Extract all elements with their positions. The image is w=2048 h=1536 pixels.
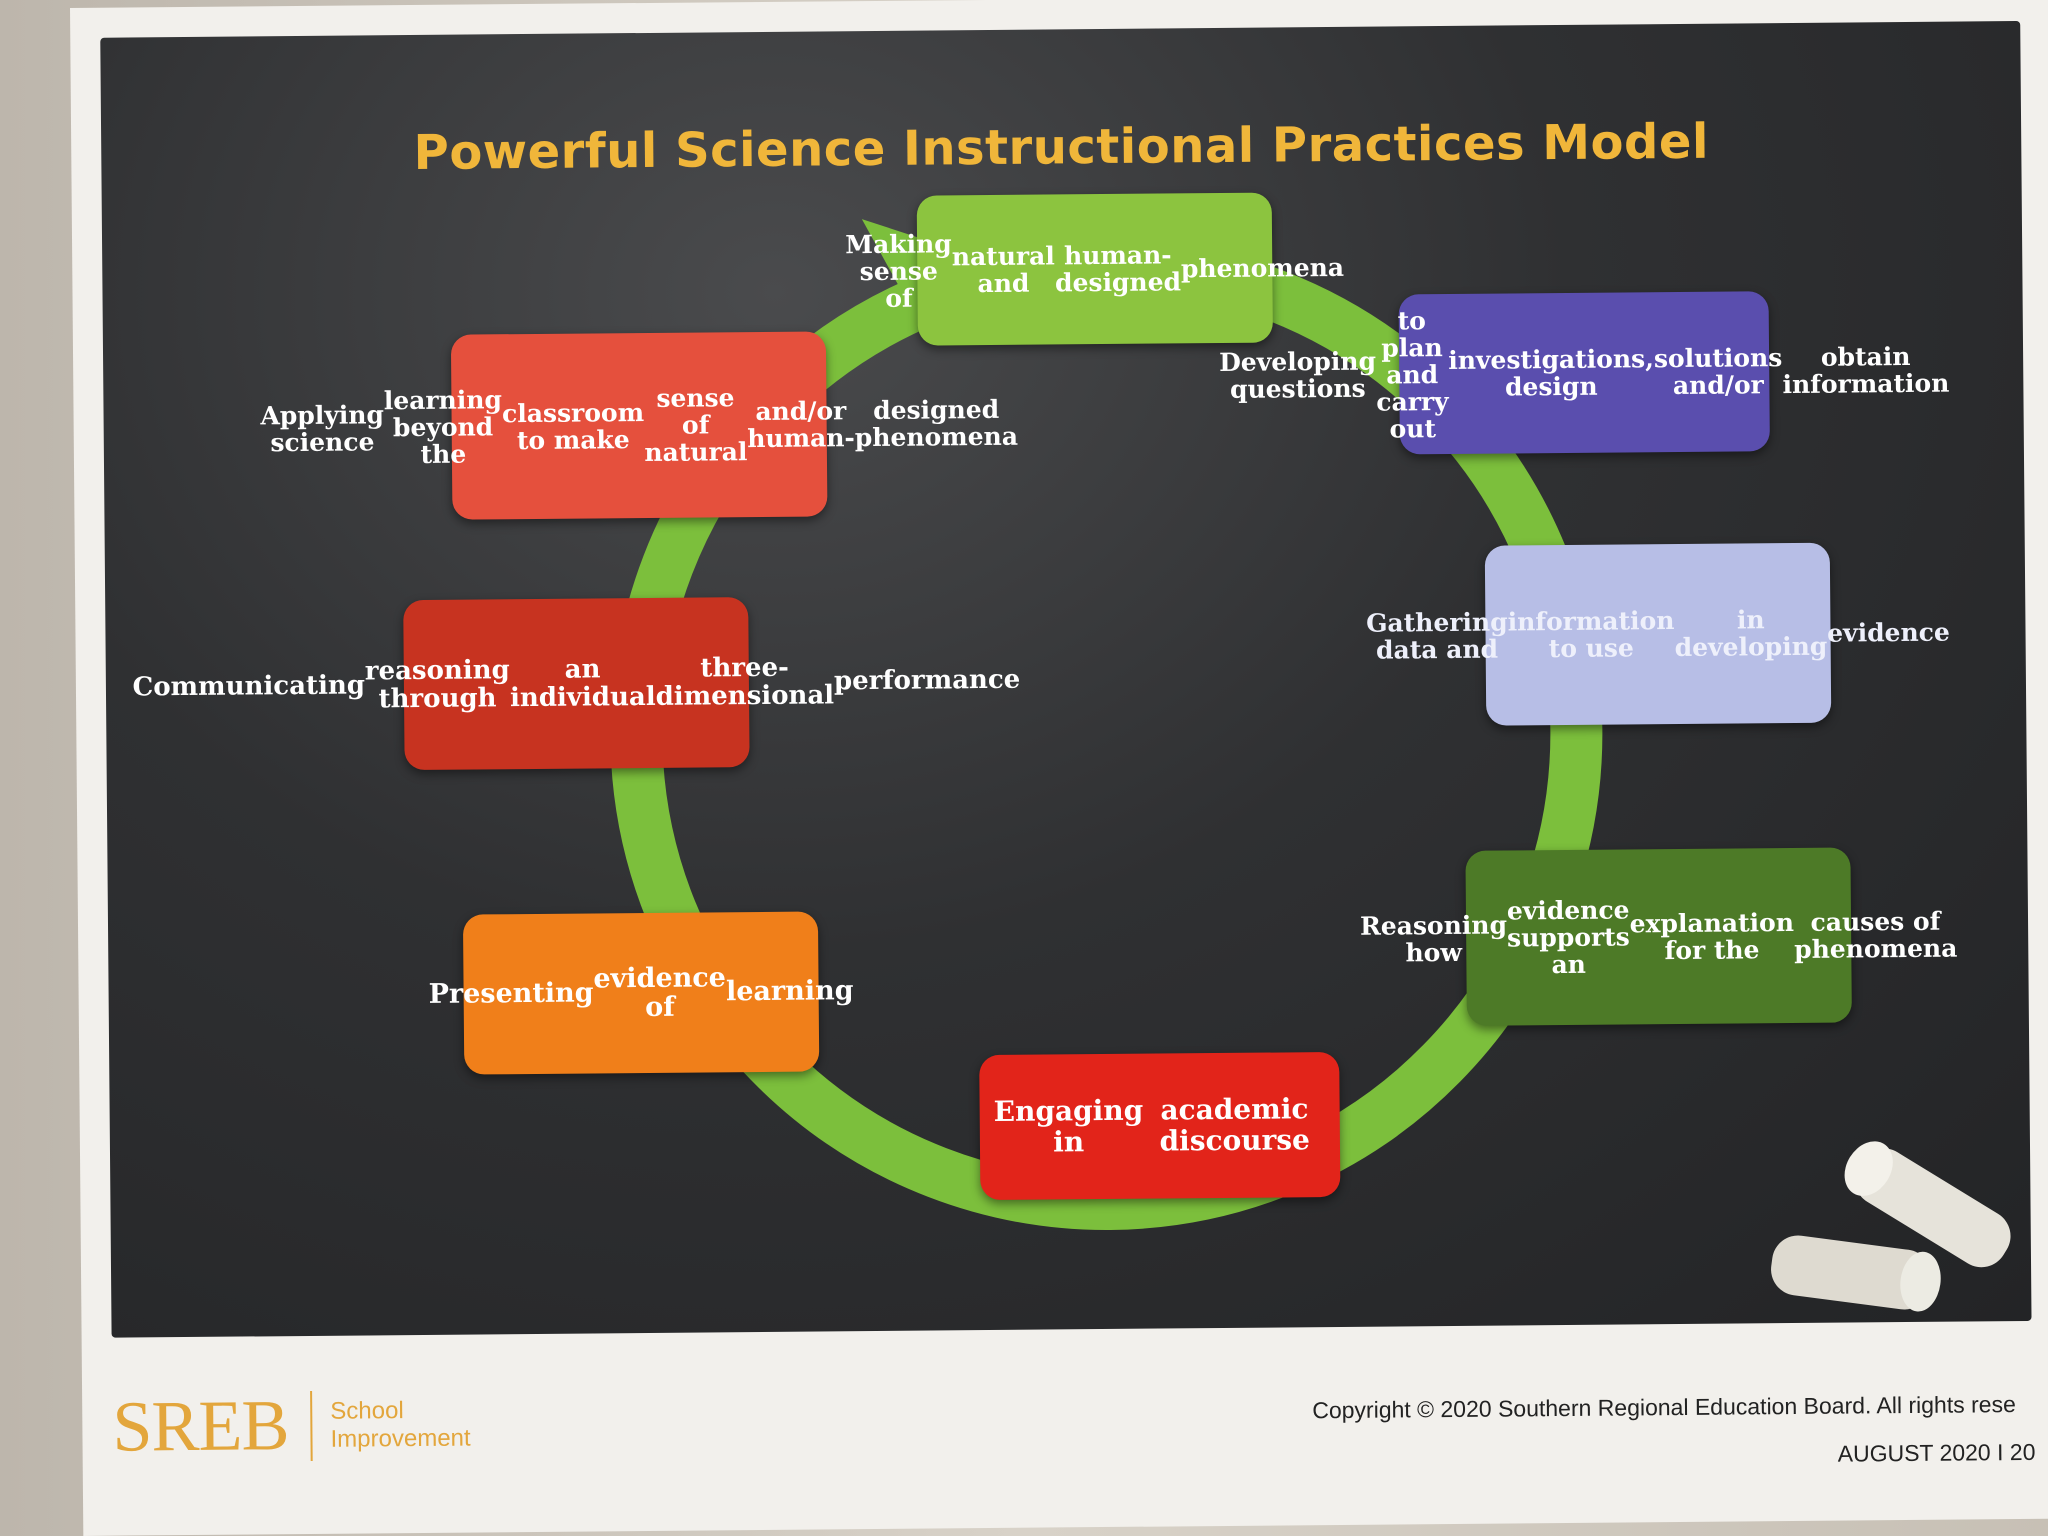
stage-line: and/or human- <box>747 395 855 453</box>
stage-line: an individual <box>509 654 656 714</box>
stage-line: explanation for the <box>1629 907 1795 965</box>
stage-reasoning-evidence: Reasoning how evidence supports an expla… <box>1360 847 1957 1026</box>
stage-line: investigations, design <box>1448 344 1654 402</box>
publication-date: AUGUST 2020 I 20 <box>1837 1438 2036 1467</box>
stage-line: Communicating <box>132 670 366 703</box>
stage-line: designed phenomena <box>854 394 1019 452</box>
stage-line: human-designed <box>1054 240 1182 298</box>
stage-line: Developing questions <box>1219 346 1377 404</box>
stage-line: academic discourse <box>1159 1092 1311 1158</box>
sreb-logo: SREB School Improvement <box>112 1383 471 1469</box>
stage-communicating-reasoning: Communicating reasoning through an indiv… <box>132 597 1020 771</box>
stage-line: causes of phenomena <box>1794 906 1958 964</box>
stage-line: natural and <box>951 241 1055 299</box>
stage-line: classroom to make <box>501 397 645 455</box>
stage-line: learning <box>725 975 854 1008</box>
stage-line: evidence of <box>593 962 727 1024</box>
stage-line: to plan and carry out <box>1376 305 1449 444</box>
stage-line: Presenting <box>428 977 594 1011</box>
stage-applying-science: Applying science learning beyond the cla… <box>260 331 1018 520</box>
stage-line: solutions and/or <box>1653 343 1783 401</box>
stage-line: performance <box>833 664 1021 697</box>
stage-gathering-data: Gathering data and information to use in… <box>1366 542 1950 726</box>
stage-line: evidence supports an <box>1506 895 1630 980</box>
stage-line: evidence <box>1827 617 1950 648</box>
stage-line: obtain information <box>1782 341 1950 400</box>
stage-line: in developing <box>1674 605 1828 663</box>
stage-line: information to use <box>1507 606 1675 664</box>
logo-sub-line: School <box>330 1397 404 1425</box>
stage-presenting-evidence: Presenting evidence of learning <box>429 911 854 1075</box>
stage-line: learning beyond the <box>383 385 503 469</box>
logo-divider <box>310 1390 313 1461</box>
copyright-text: Copyright © 2020 Southern Regional Educa… <box>1312 1391 2016 1424</box>
stage-line: reasoning through <box>364 655 510 715</box>
stage-line: phenomena <box>1180 252 1345 283</box>
chalk-pieces-icon <box>1771 1141 2011 1312</box>
printed-sheet: Powerful Science Instructional Practices… <box>70 0 2048 1536</box>
stage-line: Making sense of <box>845 228 952 313</box>
logo-sub-line: Improvement <box>330 1424 471 1453</box>
stage-line: Engaging in <box>993 1093 1144 1158</box>
logo-subtitle: School Improvement <box>330 1396 471 1452</box>
stage-line: Gathering data and <box>1365 607 1508 665</box>
logo-wordmark: SREB <box>112 1385 289 1467</box>
stage-line: Reasoning how <box>1359 909 1508 967</box>
stage-line: Applying science <box>260 399 385 457</box>
stage-making-sense: Making sense of natural and human-design… <box>845 192 1344 346</box>
chalkboard-background: Powerful Science Instructional Practices… <box>100 20 2032 1338</box>
stage-line: three-dimensional <box>655 652 835 712</box>
stage-line: sense of natural <box>644 383 748 468</box>
stage-academic-discourse: Engaging in academic discourse <box>979 1051 1341 1201</box>
stage-developing-questions: Developing questions to plan and carry o… <box>1219 291 1949 455</box>
